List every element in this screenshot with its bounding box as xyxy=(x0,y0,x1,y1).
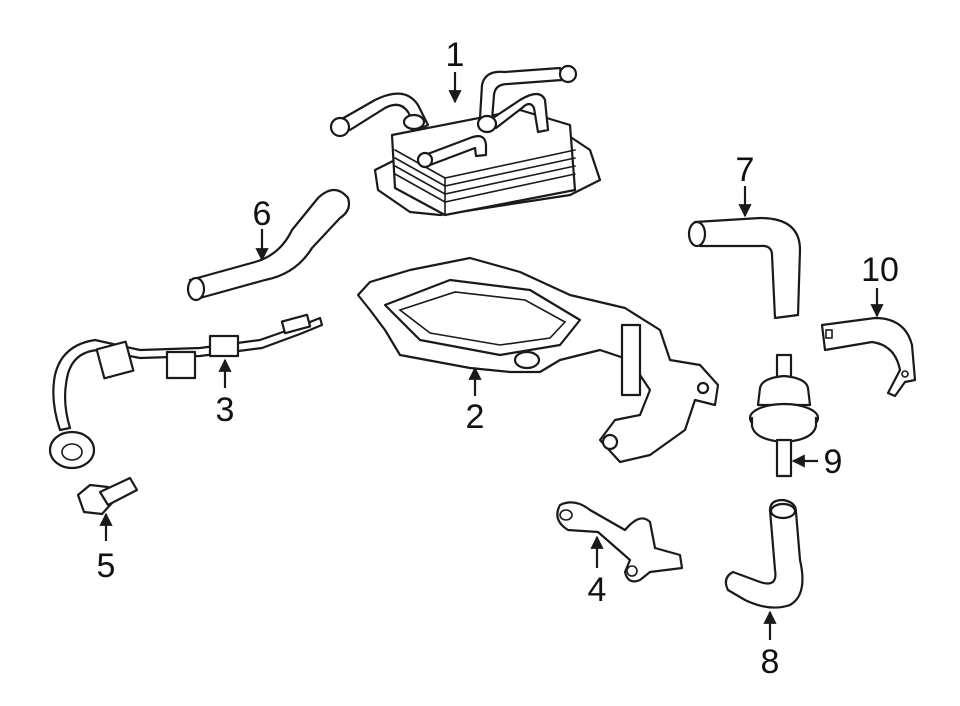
link-part[interactable] xyxy=(556,501,684,583)
hose-7-part[interactable] xyxy=(687,216,802,320)
callout-5: 5 xyxy=(97,547,116,585)
bolt-part[interactable] xyxy=(76,476,139,516)
callout-9: 9 xyxy=(824,443,843,481)
oil-cooler-part[interactable] xyxy=(329,64,602,217)
callout-2: 2 xyxy=(466,398,485,436)
hose-6-part[interactable] xyxy=(186,188,351,302)
callout-4: 4 xyxy=(588,571,607,609)
bracket-part[interactable] xyxy=(356,256,720,464)
callout-labels: 1 2 3 4 5 6 7 8 9 10 xyxy=(97,36,899,681)
wire-harness-part[interactable] xyxy=(48,313,324,470)
hose-8-part[interactable] xyxy=(724,498,804,609)
callout-1: 1 xyxy=(446,36,465,74)
callout-leaders xyxy=(99,72,884,640)
callout-3: 3 xyxy=(216,391,235,429)
filter-9-part[interactable] xyxy=(748,353,820,478)
callout-7: 7 xyxy=(736,151,755,189)
callout-6: 6 xyxy=(253,195,272,233)
clamp-10-part[interactable] xyxy=(820,316,917,398)
callout-8: 8 xyxy=(761,643,780,681)
callout-10: 10 xyxy=(861,251,899,289)
